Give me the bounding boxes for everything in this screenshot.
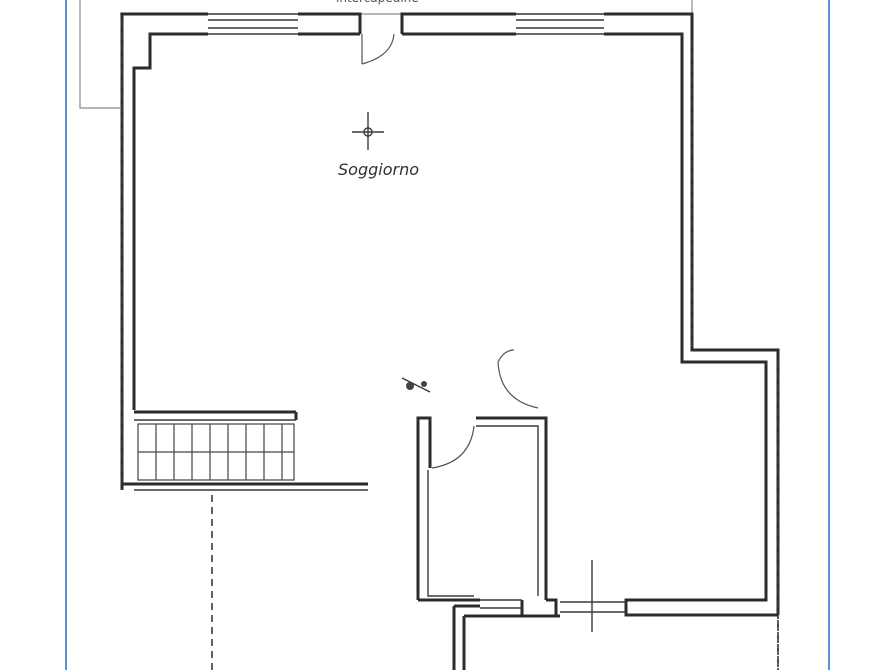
top-wall-right — [400, 12, 516, 34]
top-wall-far-right — [604, 12, 780, 615]
ceiling-light-icon — [352, 112, 384, 150]
fixture-icon — [401, 377, 431, 393]
staircase — [134, 410, 298, 481]
main-room-outer-wall — [120, 12, 208, 490]
living-room-label: Soggiorno — [338, 160, 419, 179]
corridor-door-swing — [497, 349, 539, 409]
main-room-inner-wall — [132, 32, 208, 410]
window-top-right — [516, 13, 604, 35]
top-partial-label: intercapedine — [336, 0, 419, 5]
window-bottom-small — [480, 599, 522, 609]
entrance-door-swing — [361, 33, 395, 65]
inner-room — [416, 416, 560, 670]
top-outer-outline — [79, 0, 120, 109]
inner-room-door-swing — [431, 425, 475, 469]
window-bottom-right — [560, 560, 626, 632]
window-top-left — [208, 13, 298, 35]
top-wall-mid — [298, 12, 362, 34]
